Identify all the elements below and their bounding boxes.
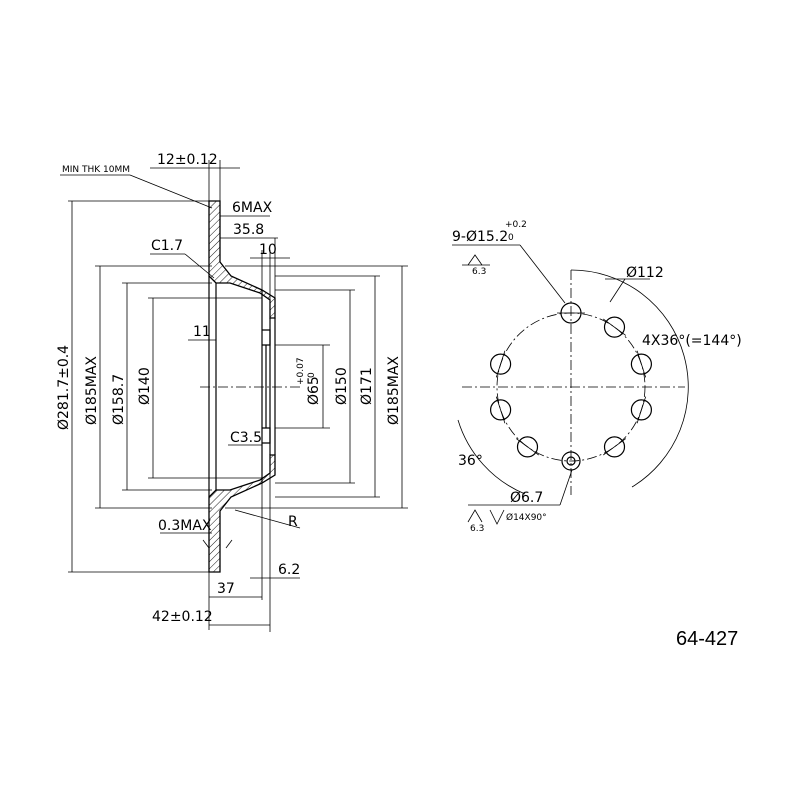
dim-65-tol-upper: +0.07 <box>296 357 306 385</box>
bolt-hole <box>630 399 653 421</box>
front-view <box>452 244 689 525</box>
bolt-hole-centerline <box>515 438 540 456</box>
dim-12: 12±0.12 <box>157 152 218 168</box>
bolt-hole-centerline <box>602 318 627 336</box>
dim-6max: 6MAX <box>232 200 273 216</box>
small-hole-label: Ø6.7 <box>510 490 543 506</box>
drawing-area <box>55 153 745 646</box>
bolt-hole-centerline <box>495 396 506 424</box>
dim-35-8: 35.8 <box>233 222 264 238</box>
section-labels: MIN THK 10MM 12±0.12 6MAX 35.8 10 C1.7 1… <box>56 152 402 625</box>
small-hole-outer <box>561 451 581 471</box>
dim-65: Ø65 <box>306 376 322 405</box>
bolt-tol-upper: +0.2 <box>505 220 527 230</box>
dim-37: 37 <box>217 581 235 597</box>
bolt-holes-label: 9-Ø15.2 <box>452 229 508 245</box>
dim-185max-left: Ø185MAX <box>84 356 100 425</box>
pcd-label: Ø112 <box>626 265 664 281</box>
angle-36: 36° <box>458 453 483 469</box>
roughness-2: 6.3 <box>470 524 484 534</box>
bolt-hole <box>490 399 512 421</box>
section-view <box>60 160 408 632</box>
bolt-tol-lower: 0 <box>508 233 514 243</box>
dim-11: 11 <box>193 324 211 340</box>
dim-6-2: 6.2 <box>278 562 300 578</box>
small-hole-inner <box>566 456 576 466</box>
min-thk-note: MIN THK 10MM <box>62 165 130 175</box>
dim-171: Ø171 <box>359 367 375 405</box>
radius-r: R <box>288 514 298 530</box>
dim-281: Ø281.7±0.4 <box>56 345 72 430</box>
front-labels: 9-Ø15.2 +0.2 0 6.3 Ø112 4X36°(=144°) 36°… <box>452 220 742 534</box>
dim-185max-right: Ø185MAX <box>386 356 402 425</box>
chamfer-c3-5: C3.5 <box>230 430 262 446</box>
angle-spacing: 4X36°(=144°) <box>642 333 742 349</box>
bolt-hole-centerline <box>495 350 506 378</box>
countersink-label: Ø14X90° <box>506 512 547 523</box>
bolt-hole-centerline <box>636 396 647 424</box>
bolt-hole <box>603 436 626 458</box>
dim-65-tol-lower: 0 <box>307 372 317 378</box>
angle-arc-36 <box>457 419 526 495</box>
bolt-hole-centerline <box>602 438 627 456</box>
dim-150: Ø150 <box>334 367 350 405</box>
bolt-hole <box>490 353 512 375</box>
angle-arc <box>570 269 689 488</box>
bolt-hole <box>516 436 539 458</box>
bolt-hole <box>630 353 653 375</box>
bolt-hole-centerline <box>636 350 647 378</box>
section-lower-hatch <box>208 454 276 573</box>
dim-42: 42±0.12 <box>152 609 213 625</box>
dim-158-7: Ø158.7 <box>111 374 127 425</box>
roughness-1: 6.3 <box>472 267 486 277</box>
dim-10: 10 <box>259 242 277 258</box>
chamfer-c1-7: C1.7 <box>151 238 183 254</box>
bolt-hole <box>603 316 626 338</box>
section-upper-hatch <box>208 200 276 319</box>
part-number: 64-427 <box>676 628 738 650</box>
runout-0-3: 0.3MAX <box>158 518 212 534</box>
bolt-holes <box>490 302 653 458</box>
dim-140: Ø140 <box>137 367 153 405</box>
